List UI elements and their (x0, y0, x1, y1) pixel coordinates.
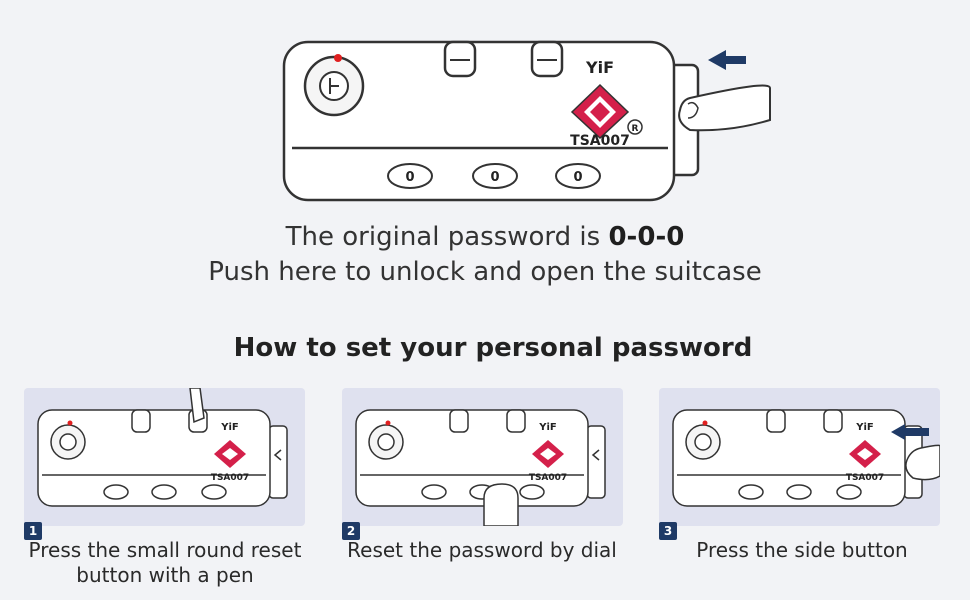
svg-text:TSA007: TSA007 (529, 473, 567, 483)
tsa-logo-icon (570, 83, 630, 140)
step-3-caption: Press the side button (696, 538, 908, 562)
step-1-badge: 1 (24, 522, 42, 540)
password-caption-text: The original password is (285, 222, 609, 252)
finger-icon (483, 483, 519, 526)
svg-text:TSA007: TSA007 (211, 473, 249, 483)
pen-icon (189, 388, 205, 424)
svg-text:YiF: YiF (220, 422, 239, 433)
svg-text:YiF: YiF (538, 422, 557, 433)
password-caption: The original password is 0-0-0 (0, 220, 970, 254)
step-2-caption: Reset the password by dial (347, 538, 617, 562)
dial-1-value: 0 (405, 170, 414, 185)
dial-3[interactable]: 0 (555, 163, 601, 189)
dial-2[interactable]: 0 (472, 163, 518, 189)
dial-1[interactable]: 0 (387, 163, 433, 189)
unlock-instruction: Push here to unlock and open the suitcas… (208, 257, 762, 287)
finger-icon (678, 84, 771, 132)
section-title: How to set your personal password (233, 333, 753, 363)
step-1-caption: Press the small round reset button with … (28, 538, 302, 587)
dial-2-value: 0 (490, 170, 499, 185)
lock-illustration: YiF R TSA007 0 0 0 (282, 40, 771, 202)
finger-icon (905, 444, 940, 481)
registered-mark: R (632, 124, 639, 134)
default-code: 0-0-0 (608, 222, 685, 252)
step-2-panel: YiF TSA007 (342, 388, 623, 526)
step-2-badge: 2 (342, 522, 360, 540)
push-arrow-icon (891, 424, 929, 440)
svg-text:YiF: YiF (855, 422, 874, 433)
dial-3-value: 0 (573, 170, 582, 185)
push-arrow-icon (708, 50, 746, 70)
model-label: TSA007 (570, 133, 630, 149)
step-3-badge: 3 (659, 522, 677, 540)
step-3-panel: YiF TSA007 (659, 388, 940, 526)
svg-text:TSA007: TSA007 (846, 473, 884, 483)
brand-label: YiF (585, 58, 614, 77)
step-1-panel: YiF TSA007 (24, 388, 305, 526)
